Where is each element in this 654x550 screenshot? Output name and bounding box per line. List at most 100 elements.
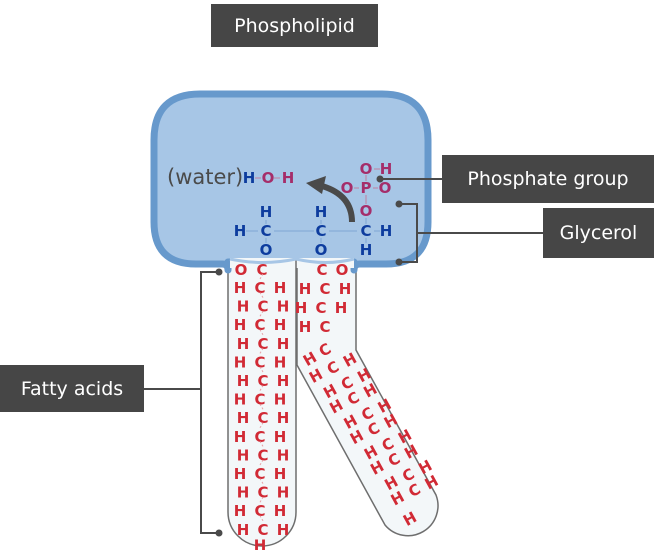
ch2-c: C [257, 298, 268, 316]
terminal-h: H [254, 536, 267, 550]
bond [259, 348, 264, 354]
phosphate-dot [376, 175, 384, 183]
leader-lines [144, 178, 543, 534]
bond [259, 329, 264, 336]
ch2-c: C [257, 484, 268, 502]
ch2-h-right: H [277, 372, 290, 390]
ch2-h-right: H [335, 299, 348, 317]
water-atom-o: O [262, 169, 275, 187]
glycerol-atom-o-left: O [260, 241, 273, 259]
ch2-h-right: H [274, 391, 287, 409]
ch2-h-right: H [277, 298, 290, 316]
bond [259, 496, 264, 503]
fatty-acids-bracket [200, 271, 219, 534]
fatty-acids-dot-top [215, 268, 223, 276]
carboxyl-c: C [256, 261, 267, 279]
alkene-c: C [319, 318, 330, 336]
ch2-c: C [257, 446, 268, 464]
ch2-c: C [254, 428, 265, 446]
ch2-h-left: H [234, 279, 247, 297]
title-label: Phospholipid [211, 4, 378, 47]
ch2-h-right: H [277, 484, 290, 502]
phosphate-bonds [255, 168, 380, 204]
ch2-h-right: H [277, 335, 290, 353]
glycerol-atom-c-left: C [260, 222, 271, 240]
water-atom-h1: H [243, 169, 256, 187]
carboxyl-c: C [316, 261, 327, 279]
fatty-acids-dot-bottom [215, 529, 223, 537]
ch2-h-right: H [277, 521, 290, 539]
bond [259, 422, 264, 429]
ch2-c: C [254, 465, 265, 483]
head-tail-junction [230, 258, 354, 268]
glycerol-atom-o-center: O [315, 241, 328, 259]
ch2-h-right: H [274, 465, 287, 483]
phosphate-atom-o-bottom: O [360, 202, 373, 220]
leader-dots [215, 175, 403, 537]
ch2-h-left: H [237, 335, 250, 353]
condensation-arrow [321, 183, 355, 223]
glycerol-atom-h-left: H [234, 222, 247, 240]
glycerol-atom-h-right: H [380, 222, 393, 240]
bond [259, 459, 264, 466]
ch2-h-right: H [339, 280, 352, 298]
ch2-c: C [257, 521, 268, 539]
saturated-tail [227, 261, 297, 547]
ch2-c: C [257, 335, 268, 353]
ch2-c: C [257, 372, 268, 390]
ch2-h-left: H [237, 446, 250, 464]
ch2-c: C [315, 299, 326, 317]
ch2-h-right: H [274, 502, 287, 520]
phosphate-atom-p: P [361, 179, 372, 197]
bond [259, 515, 264, 522]
ch2-h-right: H [277, 446, 290, 464]
ch2-h-left: H [234, 465, 247, 483]
alkene-h: H [299, 318, 312, 336]
phosphate-atom-o-left: O [341, 179, 354, 197]
ch2-h-left: H [237, 409, 250, 427]
glycerol-dot-bottom [395, 258, 403, 266]
bond [259, 310, 264, 317]
ch2-h-right: H [274, 279, 287, 297]
arrow-head-icon [306, 176, 326, 194]
junction-curve [229, 257, 355, 264]
water-label: (water) [167, 165, 243, 189]
unsaturated-tail [296, 261, 439, 537]
ch2-c: C [254, 391, 265, 409]
ch2-h-left: H [234, 353, 247, 371]
ch2-c: C [254, 353, 265, 371]
ch2-h-left: H [295, 299, 308, 317]
ch2-h-left: H [234, 428, 247, 446]
phosphate-atom-o-right: O [379, 179, 392, 197]
bond [259, 292, 264, 298]
water-atom-h2: H [282, 169, 295, 187]
ch2-h-left: H [237, 521, 250, 539]
phosphate-atom-h-top: H [380, 160, 393, 178]
ch2-h-left: H [234, 502, 247, 520]
ch2-h-left: H [234, 316, 247, 334]
ch2-h-left: H [299, 280, 312, 298]
glycerol-atom-c-right: C [360, 222, 371, 240]
glycerol-atom-h-center: H [315, 203, 328, 221]
ch2-h-left: H [237, 298, 250, 316]
ch2-h-right: H [274, 316, 287, 334]
bond [259, 385, 264, 391]
ch2-h-left: H [234, 391, 247, 409]
glycerol-label: Glycerol [543, 208, 654, 258]
ch2-h-right: H [274, 428, 287, 446]
glycerol-dot-top [395, 200, 403, 208]
ch2-h-right: H [274, 353, 287, 371]
ch2-h-left: H [237, 484, 250, 502]
ch2-c: C [257, 409, 268, 427]
ch2-c: C [254, 502, 265, 520]
bond [259, 273, 264, 280]
glycerol-bonds [246, 218, 380, 243]
ch2-c: C [254, 279, 265, 297]
phosphate-atom-o-top: O [360, 160, 373, 178]
ch2-h-left: H [237, 372, 250, 390]
ch2-h-right: H [277, 409, 290, 427]
glycerol-atom-h-left-top: H [260, 203, 273, 221]
carboxyl-o: O [235, 261, 248, 279]
